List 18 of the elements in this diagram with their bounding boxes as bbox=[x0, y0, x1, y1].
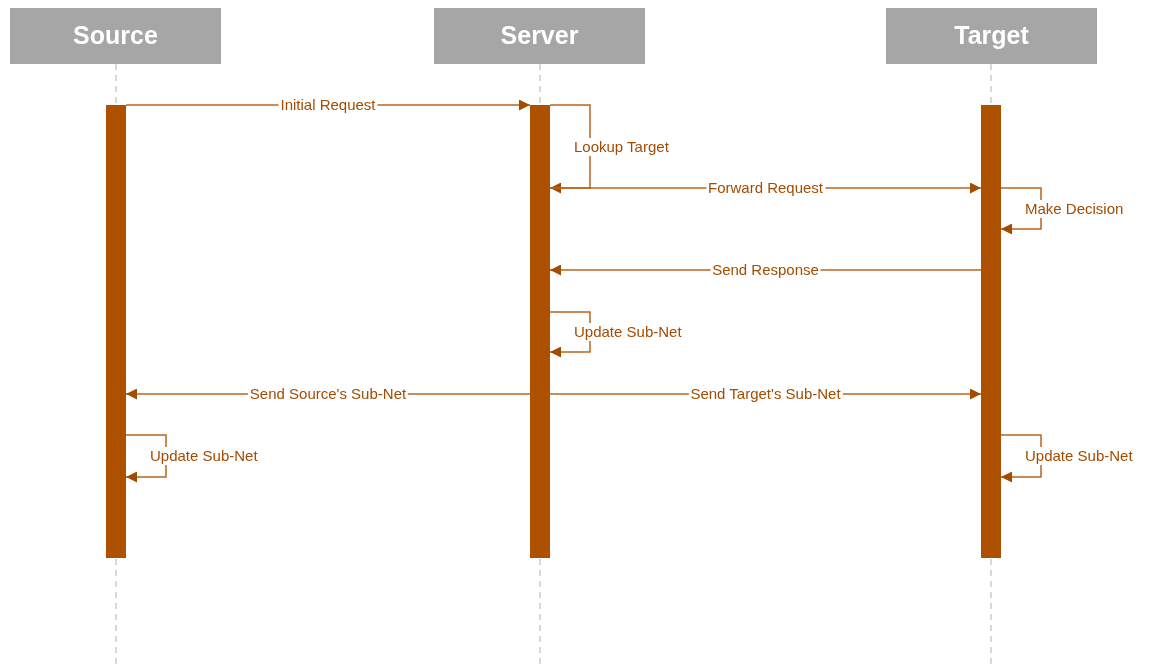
edge-label: Send Response bbox=[710, 261, 821, 279]
edge-label: Update Sub-Net bbox=[1023, 447, 1135, 465]
edge-label: Update Sub-Net bbox=[148, 447, 260, 465]
edge-label: Lookup Target bbox=[572, 137, 671, 156]
activation-bar bbox=[981, 105, 1001, 558]
edge-label: Update Sub-Net bbox=[572, 323, 684, 341]
participant-header: Server bbox=[434, 8, 645, 64]
edge-label: Send Target's Sub-Net bbox=[688, 385, 843, 403]
edge-label: Forward Request bbox=[705, 179, 826, 197]
participant-header: Source bbox=[10, 8, 221, 64]
message-arrow bbox=[125, 434, 167, 483]
activation-bar bbox=[106, 105, 126, 558]
message-arrow bbox=[549, 104, 591, 194]
activation-bar bbox=[530, 105, 550, 558]
message-arrow bbox=[1000, 434, 1042, 483]
edge-label: Make Decision bbox=[1023, 199, 1126, 218]
participant-header: Target bbox=[886, 8, 1097, 64]
edge-label: Initial Request bbox=[278, 96, 378, 114]
